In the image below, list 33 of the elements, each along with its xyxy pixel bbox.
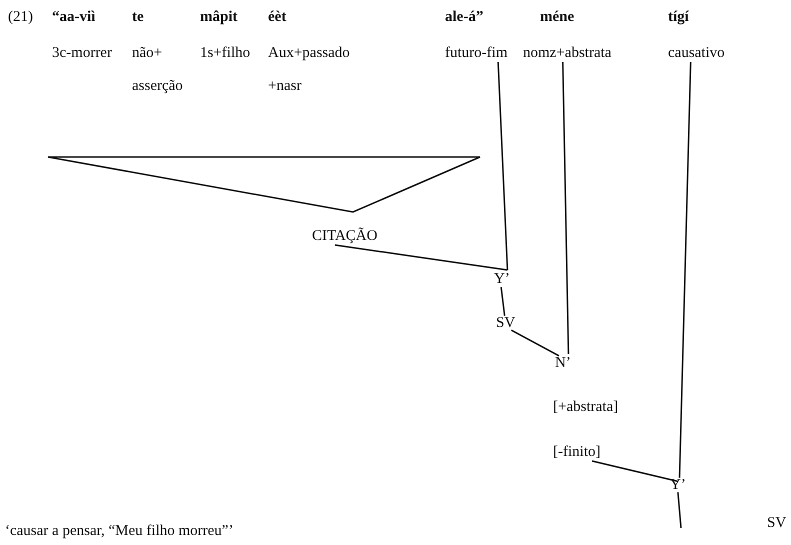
gloss-text: 1s+filho: [200, 44, 250, 62]
tree-label: [-finito]: [553, 443, 602, 461]
gloss-text: SV: [767, 514, 786, 532]
source-word: tígí: [668, 8, 689, 26]
tree-branch: [511, 330, 560, 356]
tree-branch: [500, 287, 506, 316]
tree-branch: [678, 62, 692, 478]
source-word: mâpit: [200, 8, 238, 26]
gloss-text: ‘causar a pensar, “Meu filho morreu”’: [5, 522, 234, 540]
tree-branch: [677, 492, 682, 528]
tree-label: nomz+abstrata: [523, 44, 612, 62]
gloss-text: não+: [132, 44, 162, 62]
tree-branch: [562, 62, 570, 354]
tree-label: futuro-fim: [445, 44, 508, 62]
gloss-text: asserção: [132, 77, 183, 95]
tree-branch: [334, 244, 508, 271]
source-word: méne: [540, 8, 574, 26]
tree-label: CITAÇÃO: [312, 227, 378, 245]
tree-branch: [592, 460, 678, 482]
tree-branch: [497, 62, 508, 270]
gloss-text: (21): [8, 8, 33, 26]
tree-label: N’: [555, 354, 571, 372]
gloss-text: Aux+passado: [268, 44, 350, 62]
gloss-text: +nasr: [268, 77, 302, 95]
gloss-text: 3c-morrer: [52, 44, 112, 62]
source-word: te: [132, 8, 144, 26]
tree-label: Y’: [494, 270, 510, 288]
tree-label: SV: [496, 314, 516, 332]
source-word: éèt: [268, 8, 286, 26]
tree-label: [+abstrata]: [553, 398, 618, 416]
source-word: “aa-viì: [52, 8, 96, 26]
tree-label: causativo: [668, 44, 725, 62]
source-word: ale-á”: [445, 8, 484, 26]
